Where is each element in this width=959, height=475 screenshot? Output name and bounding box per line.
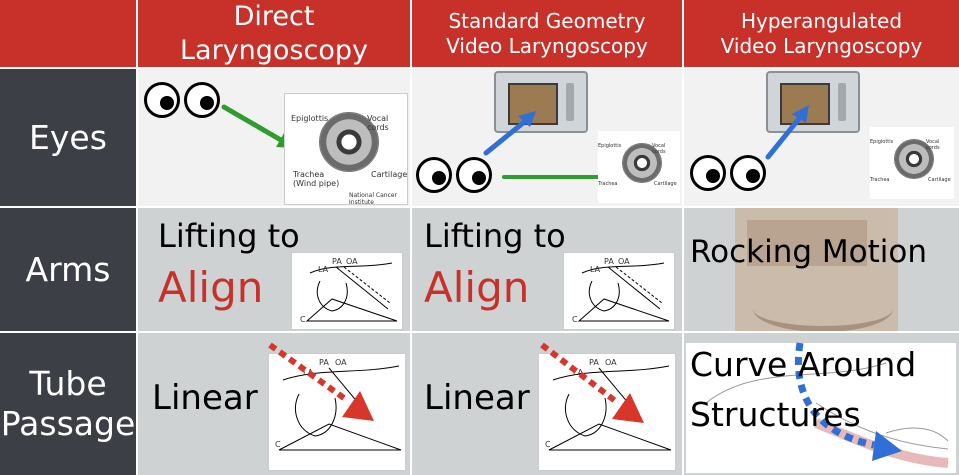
- header-direct-label: Direct Laryngoscopy: [180, 0, 368, 66]
- cell-tube-direct: Linear LA PA OA C: [138, 333, 410, 475]
- header-standard-line1: Standard Geometry: [448, 8, 646, 33]
- label-trachea: Trachea: [293, 170, 325, 179]
- label-trachea: Trachea: [870, 177, 890, 183]
- label-c: C: [275, 440, 281, 449]
- tube-direct-label: Linear: [152, 378, 258, 418]
- label-trachea: Trachea: [598, 181, 618, 187]
- cell-arms-standard: Lifting to Align LA PA OA C: [412, 208, 682, 331]
- arms-hyper-label: Rocking Motion: [690, 234, 927, 270]
- label-pa: PA: [319, 358, 329, 367]
- row-arms-label: Arms: [25, 249, 111, 289]
- label-vocal-cords: Vocal cords: [367, 114, 389, 132]
- header-direct-laryngoscopy: Direct Laryngoscopy: [138, 0, 410, 67]
- label-epiglottis: Epiglottis: [598, 143, 622, 149]
- header-hyper-line1: Hyperangulated: [740, 8, 903, 33]
- label-c: C: [545, 440, 551, 449]
- header-standard-geometry: Standard Geometry Video Laryngoscopy: [412, 0, 682, 67]
- arms-direct-line2: Align: [158, 263, 264, 312]
- label-la: LA: [318, 265, 329, 274]
- larynx-diagram: Epiglottis Vocal cords Trachea (Wind pip…: [284, 93, 408, 206]
- label-cartilage: Cartilage: [371, 170, 408, 179]
- row-tube-line1: Tube: [29, 364, 107, 403]
- label-la: LA: [573, 368, 584, 377]
- right-eye-icon: [730, 155, 766, 191]
- row-tube-line2: Passage: [0, 404, 136, 443]
- label-c: C: [572, 315, 578, 324]
- label-vocal-cords: Vocal cords: [926, 139, 940, 151]
- header-standard-line2: Video Laryngoscopy: [446, 33, 648, 58]
- header-hyperangulated: Hyperangulated Video Laryngoscopy: [684, 0, 959, 67]
- cell-arms-direct: Lifting to Align LA PA OA C: [138, 208, 410, 331]
- red-dashed-arrow-icon: [268, 342, 374, 421]
- label-credit: National Cancer Institute: [349, 192, 398, 206]
- arms-standard-line1: Lifting to: [424, 217, 566, 255]
- label-cartilage: Cartilage: [654, 181, 677, 187]
- row-eyes-label: Eyes: [29, 117, 107, 157]
- rocking-chair-image: [735, 208, 898, 331]
- label-oa: OA: [346, 257, 358, 266]
- red-dashed-arrow-icon: [540, 342, 644, 423]
- label-pa: PA: [604, 257, 614, 266]
- label-la: LA: [590, 265, 601, 274]
- right-eye-icon: [184, 82, 220, 118]
- label-c: C: [300, 315, 306, 324]
- label-cartilage: Cartilage: [928, 177, 951, 183]
- cell-eyes-standard: Epiglottis Vocal cords Trachea Cartilage: [412, 69, 682, 206]
- tube-hyper-line1: Curve Around: [690, 345, 917, 384]
- row-header-arms: Arms: [0, 208, 136, 331]
- airway-anatomy-diagram: [686, 343, 956, 473]
- monitor-buttons: [838, 83, 846, 121]
- tube-path-diagram: LA PA OA C: [538, 353, 676, 471]
- arms-direct-line1: Lifting to: [158, 217, 300, 255]
- left-eye-icon: [416, 157, 452, 193]
- label-oa: OA: [335, 358, 347, 367]
- corner-cell: [0, 0, 136, 67]
- blue-dashed-arrow-icon: [794, 342, 902, 461]
- label-vocal-cords: Vocal cords: [652, 143, 666, 155]
- label-pa: PA: [589, 358, 599, 367]
- cell-tube-hyper: Curve Around Structures: [684, 333, 959, 475]
- right-eye-icon: [456, 157, 492, 193]
- head-profile-sketch: [577, 262, 670, 322]
- video-monitor-icon: [766, 71, 860, 133]
- label-epiglottis: Epiglottis: [291, 114, 329, 123]
- monitor-buttons: [566, 83, 574, 121]
- label-epiglottis: Epiglottis: [870, 139, 894, 145]
- blue-arrow-icon: [765, 105, 809, 160]
- left-eye-icon: [690, 155, 726, 191]
- header-hyper-line2: Video Laryngoscopy: [720, 33, 923, 58]
- tube-standard-label: Linear: [424, 378, 530, 418]
- larynx-diagram: Epiglottis Vocal cords Trachea Cartilage: [870, 127, 954, 199]
- label-la: LA: [303, 368, 314, 377]
- tube-hyper-line2: Structures: [690, 395, 861, 434]
- head-profile-sketch: [548, 365, 672, 451]
- tube-path-diagram: LA PA OA C: [268, 353, 406, 471]
- row-header-tube-passage: Tube Passage: [0, 333, 136, 475]
- cell-arms-hyper: Rocking Motion: [684, 208, 959, 331]
- cell-eyes-hyper: Epiglottis Vocal cords Trachea Cartilage: [684, 69, 959, 206]
- left-eye-icon: [144, 82, 180, 118]
- arms-standard-line2: Align: [424, 263, 530, 312]
- head-alignment-diagram: LA PA OA C: [291, 252, 403, 330]
- larynx-image: [319, 112, 379, 172]
- larynx-image: [622, 143, 662, 183]
- larynx-image: [894, 139, 934, 179]
- label-pa: PA: [332, 257, 342, 266]
- row-header-eyes: Eyes: [0, 69, 136, 206]
- larynx-diagram: Epiglottis Vocal cords Trachea Cartilage: [598, 131, 680, 203]
- cell-eyes-direct: Epiglottis Vocal cords Trachea (Wind pip…: [138, 69, 410, 206]
- label-oa: OA: [618, 257, 630, 266]
- head-profile-sketch: [305, 262, 398, 322]
- cell-tube-standard: Linear LA PA OA C: [412, 333, 682, 475]
- label-oa: OA: [605, 358, 617, 367]
- head-alignment-diagram: LA PA OA C: [563, 252, 675, 330]
- label-wind-pipe: (Wind pipe): [293, 179, 340, 188]
